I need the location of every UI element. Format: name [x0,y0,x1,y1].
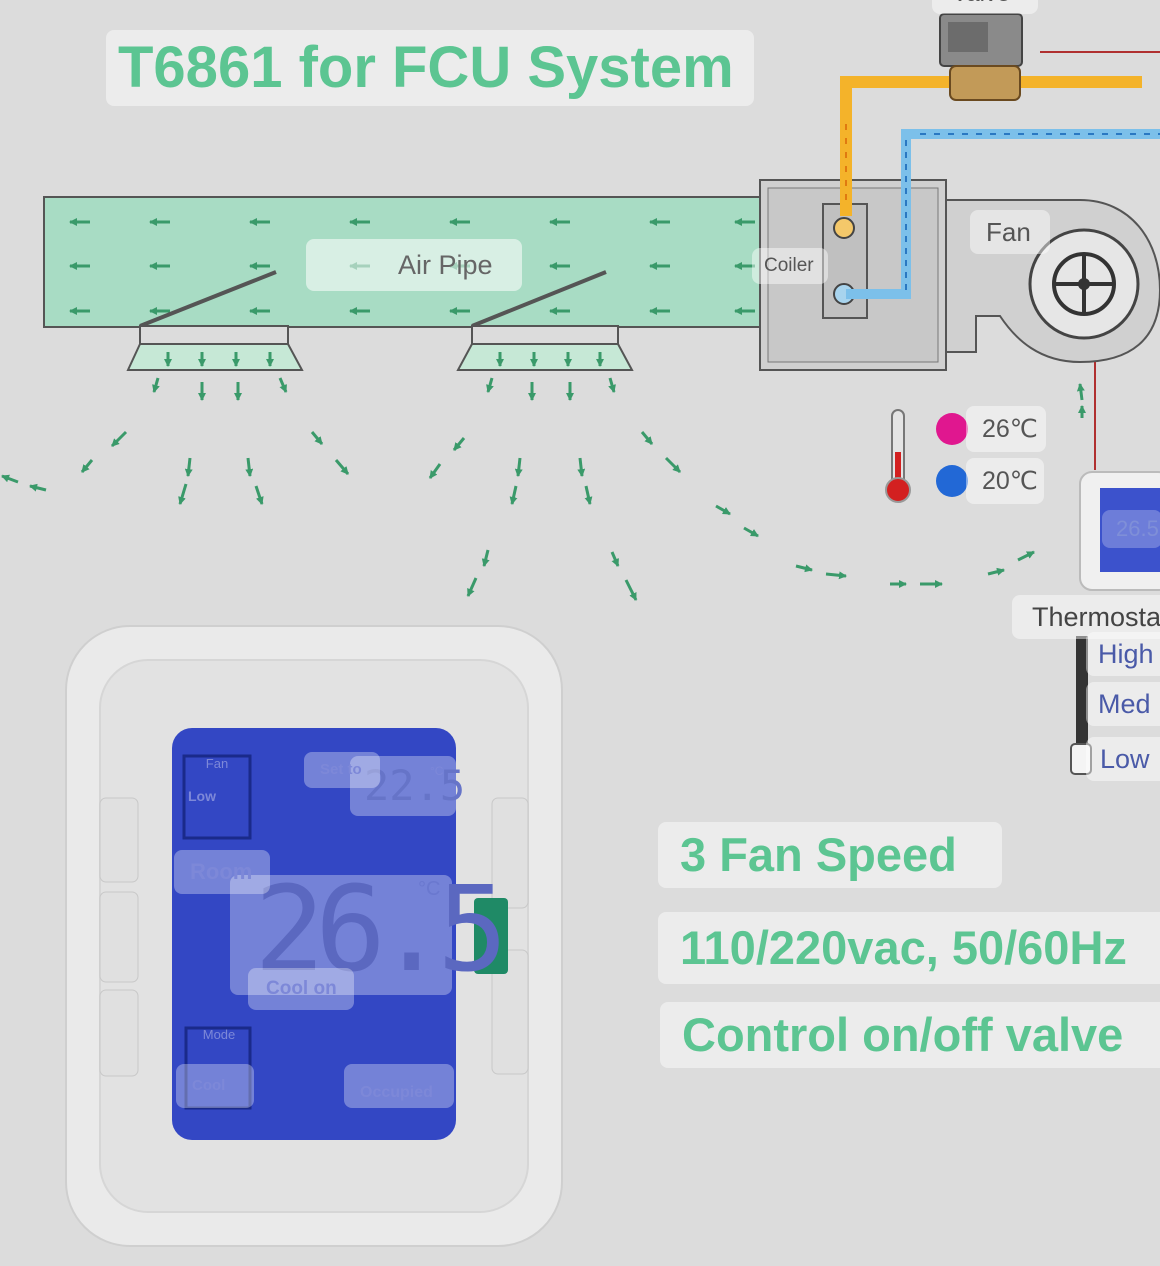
airflow-arrow [577,457,586,477]
feature-fan-speed: 3 Fan Speed [658,822,1002,888]
air-pipe-label: Air Pipe [306,239,522,291]
thermometer-icon [885,409,911,503]
lcd-status: Cool on [248,968,354,1010]
airflow-arrow [987,567,1005,576]
airflow-arrow [1076,383,1085,401]
airflow-arrow [110,430,128,448]
airflow-arrow [466,577,478,597]
airflow-arrow [1017,550,1035,562]
hot-indicator-icon [936,413,968,445]
page-title: T6861 for FCU System [106,30,754,106]
fan-label: Fan [970,210,1050,254]
lcd-set-value: 22.5 [350,756,465,816]
airflow-arrow [278,377,288,393]
airflow-arrow [514,457,523,477]
airflow-arrow [428,463,442,479]
airflow-arrow [1,474,19,484]
lcd-occupancy: Occupied [344,1064,454,1108]
cold-indicator-icon [936,465,968,497]
airflow-arrow [452,437,466,451]
airflow-arrow [624,579,638,601]
mini-thermostat [1079,471,1160,591]
airflow-arrow [795,564,813,573]
feature-valve-control: Control on/off valve [660,1002,1160,1068]
cold-temperature: 20℃ [966,458,1044,504]
airflow-arrow [715,504,731,516]
airflow-arrow [245,457,254,477]
fan-housing [945,199,1160,364]
airflow-arrow [254,485,264,505]
airflow-arrow [509,485,518,505]
airflow-arrow [486,377,494,393]
lcd-set-unit: °C [430,764,444,778]
airflow-arrow [334,459,350,475]
valve-actuator [939,13,1023,101]
thermostat-label: Thermostat [1012,595,1160,639]
airflow-arrow [178,483,188,505]
airflow-arrow [184,457,193,477]
coiler-label: Coiler [752,248,828,284]
speed-switch-icon [1070,636,1092,775]
mini-thermostat-reading: 26.5 [1102,510,1160,548]
cold-pipe [846,129,1160,299]
airflow-arrow [310,431,324,445]
airflow-arrow [152,377,160,393]
airflow-arrow [640,431,654,445]
valve-label: Valve [932,0,1038,14]
airflow-arrow [743,526,759,538]
lcd-room-value: 26.5 [254,860,508,998]
hot-temperature: 26℃ [966,406,1046,452]
airflow-arrow [584,485,593,505]
airflow-arrow [664,456,682,474]
lcd-room-highlight [230,875,452,995]
lcd-mode-value: Cool [176,1064,254,1108]
airflow-arrow [29,483,47,492]
thermostat-device [65,625,563,1247]
airflow-arrow [610,551,620,567]
lcd-room-unit: °C [418,878,441,900]
lcd-mode-label: Mode [202,1027,236,1042]
airflow-arrow [608,377,616,393]
hot-pipe [840,76,1142,216]
airflow-arrow [481,549,490,567]
airflow-arrow [80,459,94,473]
airflow-arrow [825,571,847,580]
lcd-room-label: Room [174,850,270,894]
lcd-fan-speed: Low [188,788,216,804]
lcd-set-to-label: Set to [304,752,380,788]
speed-low-label: Low [1086,737,1160,781]
speed-med-label: Med [1086,682,1160,726]
duct-arrows [69,218,755,315]
feature-power: 110/220vac, 50/60Hz [658,912,1160,984]
lcd-fan-label: Fan [205,756,229,771]
airflow-arrows [1,352,1086,601]
speed-high-label: High [1086,632,1160,676]
